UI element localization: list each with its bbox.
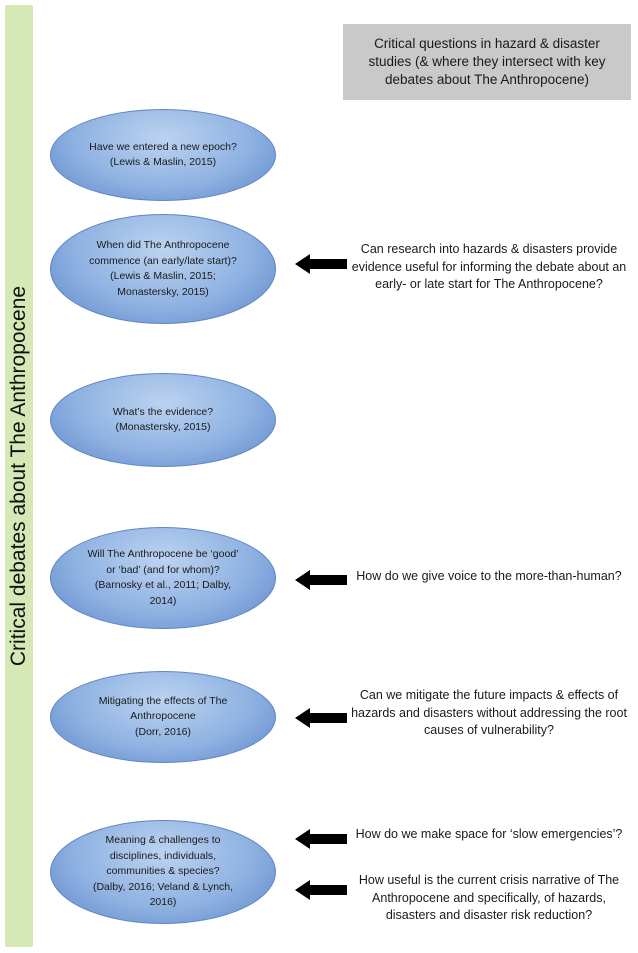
side-bar: [5, 5, 33, 947]
hazard-question-slow-emergencies: How do we make space for ‘slow emergenci…: [355, 827, 623, 841]
left-arrow-icon: [295, 570, 347, 590]
debate-question: Will The Anthropocene be ‘good’ or ‘bad’…: [87, 548, 239, 576]
debate-oval-meaning: Meaning & challenges to disciplines, ind…: [50, 820, 276, 924]
hazard-question-root-causes: Can we mitigate the future impacts & eff…: [351, 688, 627, 737]
debate-oval-mitigating: Mitigating the effects of The Anthropoce…: [50, 671, 276, 763]
header-text: Critical questions in hazard & disaster …: [368, 36, 606, 87]
debate-question: Meaning & challenges to disciplines, ind…: [105, 834, 221, 878]
debate-question: What’s the evidence?: [112, 405, 214, 418]
hazard-question-crisis-narrative: How useful is the current crisis narrati…: [358, 873, 620, 922]
debate-oval-evidence: What’s the evidence? (Monastersky, 2015): [50, 373, 276, 467]
header-box: Critical questions in hazard & disaster …: [343, 24, 631, 100]
debate-oval-commencement: When did The Anthropocene commence (an e…: [50, 214, 276, 324]
left-arrow-icon: [295, 254, 347, 274]
hazard-question-early-late-start: Can research into hazards & disasters pr…: [351, 242, 627, 291]
debate-oval-new-epoch: Have we entered a new epoch? (Lewis & Ma…: [50, 109, 276, 201]
debate-question: Mitigating the effects of The Anthropoce…: [98, 694, 228, 723]
debate-question: Have we entered a new epoch?: [89, 140, 237, 153]
debate-citation: (Lewis & Maslin, 2015): [109, 156, 217, 168]
debate-citation: (Dorr, 2016): [134, 725, 192, 738]
debate-citation: (Dalby, 2016; Veland & Lynch, 2016): [92, 880, 234, 909]
left-arrow-icon: [295, 880, 347, 900]
debate-citation: (Barnosky et al., 2011; Dalby, 2014): [94, 579, 232, 607]
debate-oval-good-or-bad: Will The Anthropocene be ‘good’ or ‘bad’…: [50, 527, 276, 629]
left-arrow-icon: [295, 708, 347, 728]
left-arrow-icon: [295, 829, 347, 849]
debate-citation: (Lewis & Maslin, 2015; Monastersky, 2015…: [110, 270, 216, 298]
hazard-question-more-than-human: How do we give voice to the more-than-hu…: [356, 569, 622, 583]
side-title: Critical debates about The Anthropocene: [7, 285, 30, 667]
debate-citation: (Monastersky, 2015): [115, 421, 211, 433]
debate-question: When did The Anthropocene commence (an e…: [89, 239, 237, 267]
